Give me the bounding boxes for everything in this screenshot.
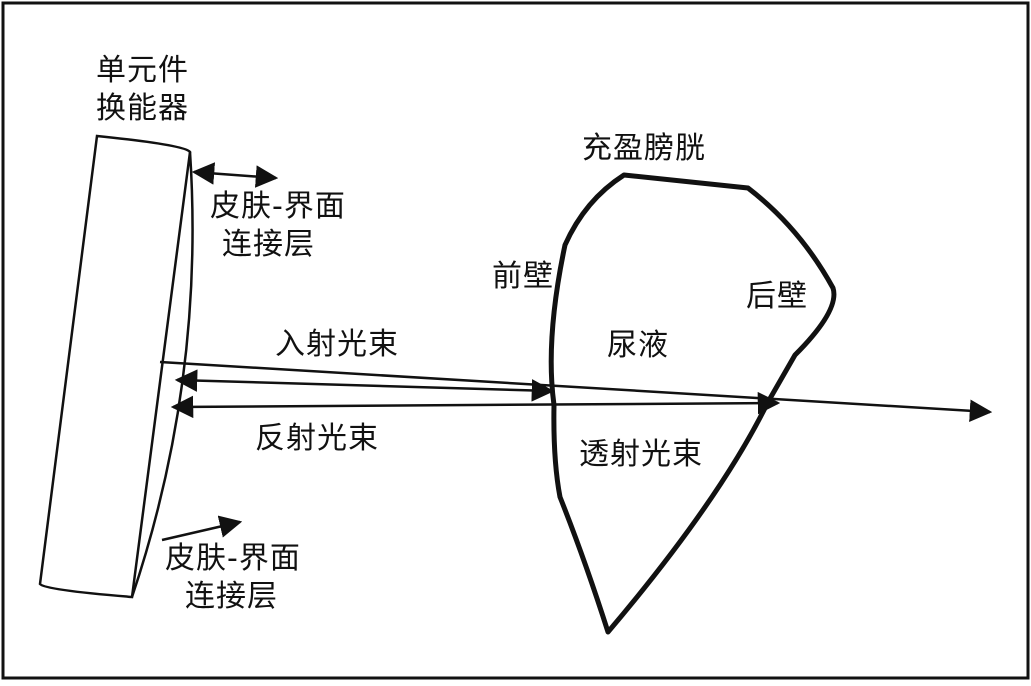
transducer-label-line-2: 换能器 — [96, 91, 189, 126]
skin-interface-bottom-line-2: 连接层 — [185, 579, 278, 614]
skin-arrow-top — [191, 162, 279, 188]
transducer-label: 单元件 换能器 — [96, 52, 189, 128]
incident-beam-label: 入射光束 — [275, 327, 399, 362]
reflected-beam-back — [170, 391, 781, 419]
reflected-beam-front — [174, 369, 555, 402]
urine-label: 尿液 — [607, 328, 669, 363]
skin-interface-top-line-1: 皮肤-界面 — [210, 189, 346, 224]
back-wall-label: 后壁 — [746, 279, 808, 314]
bladder-label: 充盈膀胱 — [582, 131, 706, 166]
transducer-body — [38, 134, 192, 599]
skin-arrow-bottom — [161, 515, 243, 542]
front-wall-label: 前壁 — [492, 259, 554, 294]
transducer-label-line-1: 单元件 — [96, 53, 189, 88]
skin-interface-label-bottom: 皮肤-界面 连接层 — [165, 540, 301, 616]
skin-interface-top-line-2: 连接层 — [222, 227, 315, 262]
skin-interface-label-top: 皮肤-界面 连接层 — [210, 188, 346, 264]
reflected-beam-label: 反射光束 — [255, 421, 379, 456]
bladder-outline — [548, 172, 837, 635]
skin-interface-bottom-line-1: 皮肤-界面 — [165, 541, 301, 576]
transmitted-beam-label: 透射光束 — [579, 437, 703, 472]
